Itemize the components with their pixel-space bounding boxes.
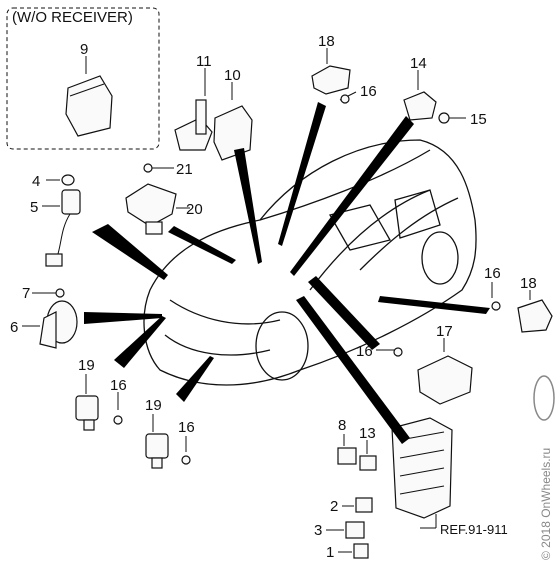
callout-8: 8 bbox=[338, 417, 346, 434]
part-18-sensor-top bbox=[311, 48, 351, 95]
callout-4: 4 bbox=[32, 173, 40, 190]
part-16-bolt-airbag bbox=[376, 347, 403, 357]
callout-19-center: 19 bbox=[145, 397, 162, 414]
callout-16-airbag: 16 bbox=[356, 343, 373, 360]
part-17-airbag-module bbox=[417, 338, 473, 405]
part-3-relay bbox=[326, 521, 365, 539]
callout-5: 5 bbox=[30, 199, 38, 216]
part-1-fuse bbox=[338, 543, 369, 559]
reference-note: REF.91-911 bbox=[440, 522, 508, 537]
callout-19-left: 19 bbox=[78, 357, 95, 374]
callout-21: 21 bbox=[176, 161, 193, 178]
part-19-sensor-left bbox=[75, 374, 99, 431]
part-5-switch bbox=[42, 189, 81, 267]
callout-3: 3 bbox=[314, 522, 322, 539]
callout-16-left: 16 bbox=[110, 377, 127, 394]
callout-18-right: 18 bbox=[520, 275, 537, 292]
callout-15: 15 bbox=[470, 111, 487, 128]
callout-16-center: 16 bbox=[178, 419, 195, 436]
callout-10: 10 bbox=[224, 67, 241, 84]
car-body-outline bbox=[143, 139, 477, 386]
part-8-relay bbox=[337, 434, 357, 465]
watermark-text: © 2018 OnWheels.ru bbox=[539, 448, 553, 560]
part-11-bracket bbox=[174, 68, 213, 151]
part-2-fuse bbox=[342, 497, 373, 513]
part-13-relay bbox=[359, 440, 377, 471]
part-21-screw bbox=[143, 163, 174, 173]
callout-labels: 9 11 10 18 16 14 15 4 21 5 20 7 6 16 18 … bbox=[10, 33, 537, 561]
callout-9: 9 bbox=[80, 41, 88, 58]
fuse-box-assembly bbox=[391, 417, 453, 529]
kia-logo bbox=[533, 375, 555, 421]
part-16-bolt-center bbox=[181, 436, 191, 465]
part-19-sensor-center bbox=[145, 414, 169, 469]
callout-1: 1 bbox=[326, 544, 334, 561]
callout-20: 20 bbox=[186, 201, 203, 218]
callout-14: 14 bbox=[410, 55, 427, 72]
callout-16-right: 16 bbox=[484, 265, 501, 282]
part-18-sensor-right bbox=[517, 290, 553, 333]
without-receiver-box: (W/O RECEIVER) bbox=[6, 7, 160, 150]
part-6-horn bbox=[22, 300, 78, 349]
callout-17: 17 bbox=[436, 323, 453, 340]
callout-16-top: 16 bbox=[360, 83, 377, 100]
part-16-bolt-top bbox=[339, 91, 357, 104]
part-16-bolt-right bbox=[491, 282, 501, 311]
part-9-module bbox=[65, 56, 113, 137]
callout-18-top: 18 bbox=[318, 33, 335, 50]
callout-2: 2 bbox=[330, 498, 338, 515]
part-4-cap bbox=[46, 174, 75, 186]
callout-11: 11 bbox=[196, 53, 212, 70]
part-20-module bbox=[125, 183, 190, 235]
box-title: (W/O RECEIVER) bbox=[12, 9, 133, 26]
part-14-unit bbox=[403, 70, 437, 121]
part-16-bolt-left bbox=[113, 392, 123, 425]
callout-13: 13 bbox=[359, 425, 376, 442]
part-15-nut bbox=[438, 112, 466, 124]
part-7-bolt bbox=[32, 288, 65, 298]
callout-7: 7 bbox=[22, 285, 30, 302]
callout-6: 6 bbox=[10, 319, 18, 336]
location-pointers bbox=[84, 102, 490, 444]
part-10-module bbox=[213, 82, 253, 161]
